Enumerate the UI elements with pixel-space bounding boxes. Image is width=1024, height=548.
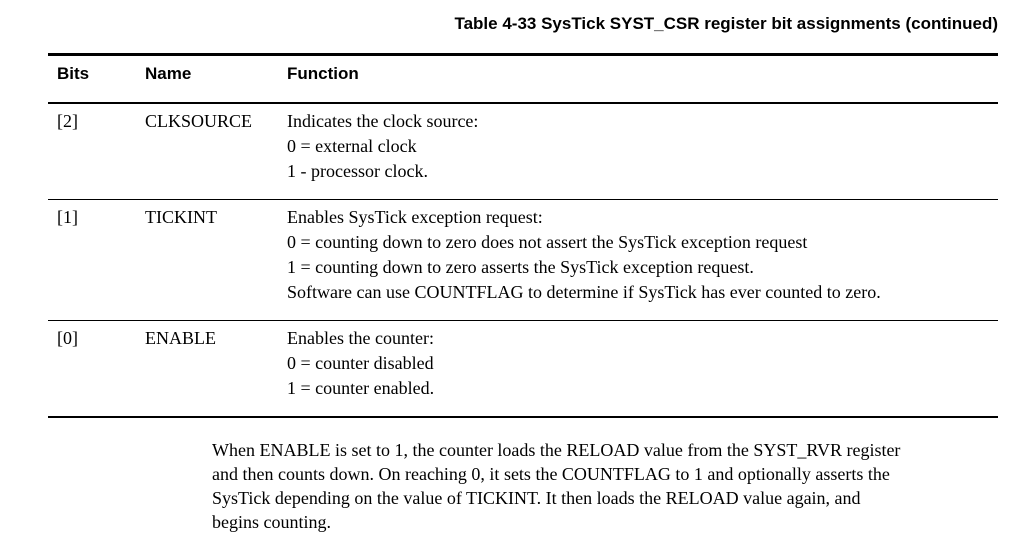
function-line: 0 = counter disabled bbox=[287, 353, 434, 373]
table-header-row: Bits Name Function bbox=[48, 54, 998, 104]
column-header-name: Name bbox=[145, 54, 287, 104]
bits-cell: [2] bbox=[57, 111, 78, 131]
note-line: begins counting. bbox=[212, 512, 331, 532]
function-cell: Indicates the clock source: 0 = external… bbox=[287, 103, 998, 200]
name-cell: TICKINT bbox=[145, 207, 217, 227]
syst-csr-bit-assignments-table: Bits Name Function [2] CLKSOURCE Indicat… bbox=[48, 53, 998, 418]
bits-cell: [0] bbox=[57, 328, 78, 348]
note-paragraph: When ENABLE is set to 1, the counter loa… bbox=[212, 438, 900, 534]
name-cell: CLKSOURCE bbox=[145, 111, 253, 131]
function-line: Enables the counter: bbox=[287, 328, 434, 348]
function-cell: Enables SysTick exception request: 0 = c… bbox=[287, 200, 998, 321]
function-line: 0 = external clock bbox=[287, 136, 417, 156]
table-caption: Table 4-33 SysTick SYST_CSR register bit… bbox=[454, 14, 998, 33]
column-header-bits: Bits bbox=[48, 54, 145, 104]
function-line: Indicates the clock source: bbox=[287, 111, 479, 131]
column-header-function: Function bbox=[287, 54, 998, 104]
table-row-tickint: [1] TICKINT Enables SysTick exception re… bbox=[48, 200, 998, 321]
name-cell: ENABLE bbox=[145, 328, 216, 348]
note-line: When ENABLE is set to 1, the counter loa… bbox=[212, 440, 901, 460]
function-line: 1 - processor clock. bbox=[287, 161, 428, 181]
function-line: Enables SysTick exception request: bbox=[287, 207, 543, 227]
function-line: Software can use COUNTFLAG to determine … bbox=[287, 282, 881, 302]
bits-cell: [1] bbox=[57, 207, 78, 227]
function-cell: Enables the counter: 0 = counter disable… bbox=[287, 321, 998, 418]
note-line: and then counts down. On reaching 0, it … bbox=[212, 464, 890, 484]
function-line: 1 = counting down to zero asserts the Sy… bbox=[287, 257, 754, 277]
table-row-clksource: [2] CLKSOURCE Indicates the clock source… bbox=[48, 103, 998, 200]
table-row-enable: [0] ENABLE Enables the counter: 0 = coun… bbox=[48, 321, 998, 418]
note-line: SysTick depending on the value of TICKIN… bbox=[212, 488, 861, 508]
function-line: 0 = counting down to zero does not asser… bbox=[287, 232, 808, 252]
function-line: 1 = counter enabled. bbox=[287, 378, 435, 398]
